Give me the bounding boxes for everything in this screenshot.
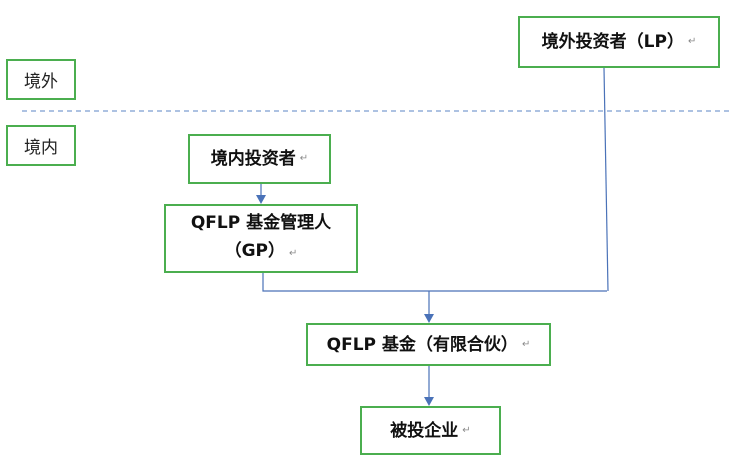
arrowhead-gp (256, 195, 266, 204)
portfolio-company-box: 被投企业↵ (360, 406, 501, 455)
gp-label-line1: QFLP 基金管理人 (190, 213, 332, 233)
onshore-zone-label: 境内 (6, 125, 76, 166)
lp-box: 境外投资者（LP）↵ (518, 16, 720, 68)
fund-label: QFLP 基金（有限合伙） (326, 334, 518, 355)
paragraph-mark-icon: ↵ (687, 36, 697, 47)
arrowhead-fund (424, 314, 434, 323)
paragraph-mark-icon: ↵ (289, 248, 298, 259)
paragraph-mark-icon: ↵ (462, 424, 471, 436)
lp-label: 境外投资者（LP） (541, 32, 684, 52)
onshore-zone-text: 境内 (24, 138, 58, 158)
gp-label-line2: （GP） (224, 241, 286, 261)
offshore-zone-label: 境外 (6, 59, 76, 100)
fund-box: QFLP 基金（有限合伙）↵ (306, 323, 551, 366)
gp-box: QFLP 基金管理人 （GP）↵ (164, 204, 358, 273)
offshore-zone-text: 境外 (24, 72, 58, 92)
lp-connector (603, 67, 609, 292)
gp-label-line2-row: （GP）↵ (225, 237, 298, 268)
paragraph-mark-icon: ↵ (299, 153, 309, 164)
gp-connector (262, 273, 607, 292)
domestic-investor-box: 境内投资者↵ (188, 134, 331, 184)
portfolio-company-label: 被投企业 (390, 420, 459, 441)
domestic-investor-label: 境内投资者 (210, 149, 296, 169)
arrowhead-portfolio (424, 397, 434, 406)
paragraph-mark-icon: ↵ (521, 338, 531, 350)
